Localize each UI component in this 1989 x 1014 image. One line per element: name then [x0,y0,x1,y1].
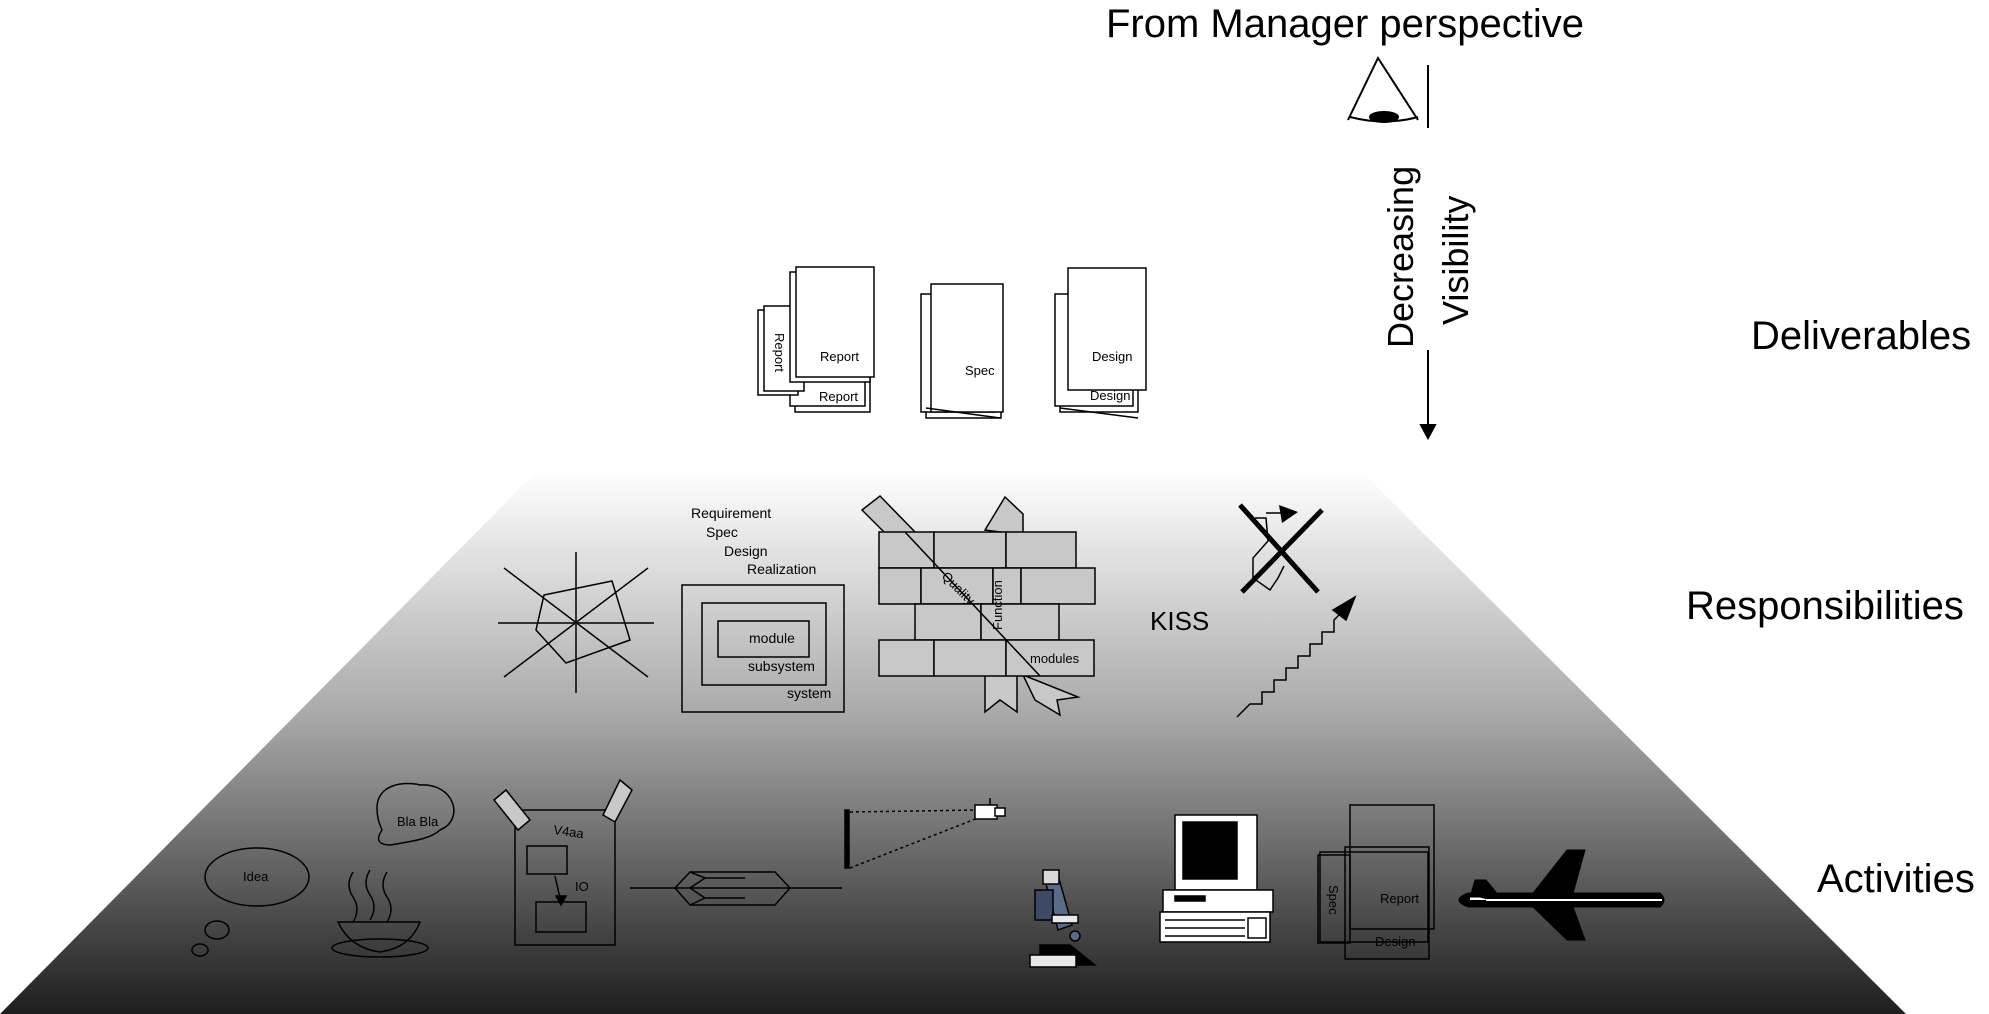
phase-realization: Realization [747,561,816,577]
eye-icon [1347,55,1419,123]
airplane-icon [1458,849,1665,941]
whiteboard-sketch-icon [492,778,633,946]
design-back-label: Design [1090,388,1130,403]
microscope-icon [1029,869,1098,968]
phase-requirement: Requirement [691,505,771,521]
modules-label: modules [1030,651,1080,666]
speech-bubble-icon [376,782,455,846]
kiss-label: KISS [1150,606,1209,636]
spider-web-icon [498,552,654,693]
report-front-label: Report [820,349,859,364]
function-label: Function [990,580,1005,630]
perspective-title: From Manager perspective [1106,2,1584,46]
level-activities: Activities [1817,857,1975,901]
subsystem-label: subsystem [748,658,815,674]
brick-wall-icon [860,494,1096,717]
spec-document-stack [920,283,1004,419]
stair-arrow-icon [1236,595,1357,718]
v4aa-label: V4aa [553,822,586,841]
visibility-line2: Visibility [1435,196,1476,325]
design-activity-label: Design [1375,934,1415,949]
module-label: module [749,630,795,646]
idea-label: Idea [243,869,269,884]
visibility-arrow [1419,65,1437,441]
phase-design: Design [724,543,768,559]
level-responsibilities: Responsibilities [1686,584,1964,628]
report-side-label: Report [772,333,787,372]
level-deliverables: Deliverables [1751,314,1972,358]
report-activity-label: Report [1380,891,1419,906]
design-front-label: Design [1092,349,1132,364]
phases-list: Requirement Spec Design Realization [691,505,816,577]
io-label: IO [575,879,589,894]
projector-screen-icon [844,798,1006,869]
computer-icon [1159,814,1274,943]
crossed-tangle-icon [1238,503,1324,594]
nested-systems-diagram [681,584,845,713]
report-document-stack [757,266,875,413]
branching-flow-icon [630,871,842,906]
blabla-label: Bla Bla [397,814,439,829]
spec-front-label: Spec [965,363,995,378]
idea-thought-bubble-icon [191,847,310,957]
visibility-line1: Decreasing [1380,166,1421,348]
coffee-cup-icon [331,869,429,958]
design-document-stack [1054,267,1147,419]
phase-spec: Spec [706,524,738,540]
report-back-label: Report [819,389,858,404]
system-label: system [787,685,831,701]
spec-activity-label: Spec [1326,885,1341,915]
documents-stack-icon [1317,804,1435,960]
